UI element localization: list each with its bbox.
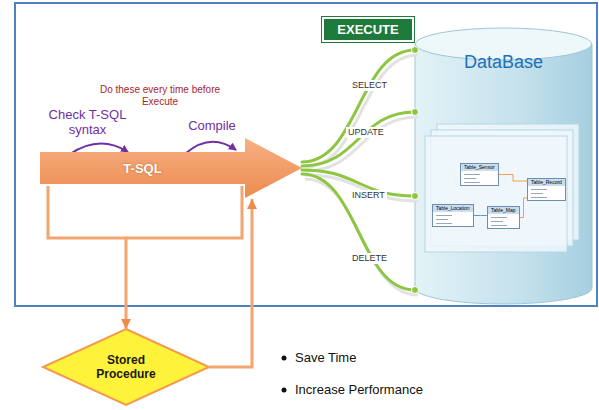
- execute-banner-text: EXECUTE: [337, 22, 398, 37]
- page-sheet: [431, 130, 573, 246]
- step-arc: [186, 142, 236, 153]
- query-curve: [302, 50, 415, 162]
- field-row: [491, 217, 507, 218]
- table-box-text: Table_Map: [488, 207, 519, 214]
- query-curve: [302, 174, 415, 290]
- field-row: [436, 223, 452, 224]
- label-holder: Save Time: [295, 350, 555, 366]
- query-label: SELECT: [350, 80, 389, 91]
- connector: [499, 175, 527, 182]
- edge-label-holder: INSERT: [350, 190, 387, 201]
- query-label: UPDATE: [346, 127, 386, 138]
- database-cylinder: DataBaseTable_SensorTable_RecordTable_Lo…: [415, 28, 592, 304]
- field-row: [464, 174, 480, 175]
- decision-diamond: Stored Procedure: [42, 328, 210, 406]
- bracket-leg: [126, 186, 242, 238]
- field-row: [491, 225, 507, 226]
- curve-shadow: [305, 55, 418, 167]
- table-box: Table_Sensor: [460, 163, 499, 186]
- benefit-item: Increase Performance: [295, 382, 555, 398]
- table-box-text: Table_Sensor: [461, 164, 498, 171]
- instruction-note: Do these every time before Execute: [85, 84, 235, 108]
- connector: [520, 198, 527, 218]
- field-row: [436, 219, 448, 220]
- table-box: Table_Record: [527, 178, 566, 201]
- table-fields: [433, 212, 473, 226]
- edge-label-holder: SELECT: [350, 80, 389, 91]
- field-row: [491, 221, 503, 222]
- connector: [210, 200, 252, 367]
- bracket-leg: [47, 186, 50, 200]
- tsql-arrow-text: T-SQL: [123, 161, 161, 176]
- table-box: Table_Location: [432, 204, 474, 227]
- label-holder: Check T-SQL syntax: [40, 107, 135, 137]
- execute-frame: [15, 3, 597, 306]
- database-cylinder-text: DataBase: [464, 52, 543, 73]
- label-holder: Increase Performance: [295, 382, 555, 398]
- query-curve: [302, 112, 415, 166]
- decision-diamond-text: Stored Procedure: [86, 353, 166, 381]
- table-box: Table_Map: [487, 206, 520, 229]
- label-holder: Do these every time before Execute: [85, 84, 235, 108]
- bullet-dot: [282, 388, 287, 393]
- cylinder-body: [415, 44, 592, 304]
- bullet-dot: [282, 356, 287, 361]
- page-sheet: [425, 136, 567, 252]
- table-box-text: Table_Location: [433, 205, 473, 212]
- field-row: [531, 193, 543, 194]
- benefit-item: Save Time: [295, 350, 555, 366]
- step-label: Check T-SQL syntax: [40, 107, 135, 137]
- field-row: [436, 215, 452, 216]
- edge-label-holder: UPDATE: [346, 127, 386, 138]
- step-arc: [70, 143, 128, 154]
- field-row: [464, 182, 480, 183]
- tsql-arrow-outline: [40, 136, 302, 200]
- curve-end-dot: [412, 109, 419, 116]
- field-row: [531, 197, 547, 198]
- table-box-text: Table_Record: [528, 179, 565, 186]
- diamond-shape: [43, 329, 209, 405]
- connector: [474, 215, 487, 216]
- table-fields: [488, 214, 519, 228]
- step-label: Compile: [182, 118, 242, 133]
- label-holder: Compile: [182, 118, 242, 133]
- table-fields: [528, 186, 565, 200]
- curve-end-dot: [412, 287, 419, 294]
- arrow-shape: [40, 138, 302, 198]
- field-row: [531, 189, 547, 190]
- field-row: [464, 178, 476, 179]
- curve-end-dot: [412, 193, 419, 200]
- table-fields: [461, 171, 498, 185]
- query-label: DELETE: [350, 253, 389, 264]
- connector: [48, 200, 126, 328]
- edge-label-holder: DELETE: [350, 253, 389, 264]
- query-label: INSERT: [350, 190, 387, 201]
- tsql-arrow: T-SQL: [40, 136, 302, 200]
- execute-banner: EXECUTE: [322, 17, 414, 42]
- curve-end-dot: [412, 47, 419, 54]
